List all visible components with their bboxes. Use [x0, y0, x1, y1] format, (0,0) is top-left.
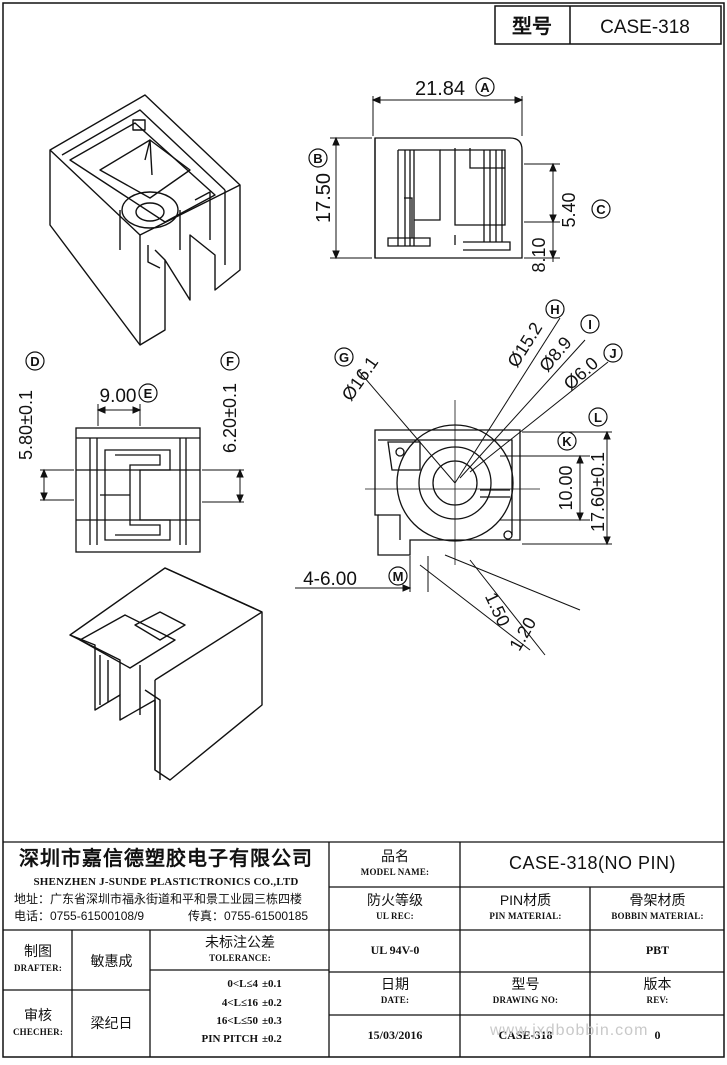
callout-f: F — [220, 351, 240, 371]
dim-9-00: 9.00 — [100, 386, 137, 407]
top-view-leaders — [295, 317, 612, 656]
header-model-label: 型号 — [512, 15, 552, 38]
dim-4-6-00: 4-6.00 — [303, 569, 357, 590]
callout-g: G — [334, 347, 354, 367]
svg-text:B: B — [313, 151, 322, 166]
dim-phi-6-0: Ø6.0 — [560, 353, 602, 394]
callout-j: J — [603, 343, 623, 363]
callout-b: B — [308, 148, 328, 168]
top-view — [374, 424, 521, 556]
svg-text:L: L — [594, 410, 602, 425]
tolerance-value: ±0.1 — [262, 978, 282, 990]
side-view-dims — [330, 96, 560, 262]
model-name-label-cn: 品名 — [381, 848, 409, 864]
svg-text:C: C — [596, 202, 606, 217]
pin-label-cn: PIN材质 — [499, 892, 552, 908]
drafter-label-cn: 制图 — [24, 943, 52, 959]
date-label-cn: 日期 — [381, 976, 409, 992]
callout-h: H — [545, 299, 565, 319]
iso-view-bottom — [69, 567, 263, 781]
bobbin-label-en: BOBBIN MATERIAL: — [611, 911, 704, 921]
front-view-dims — [40, 404, 244, 504]
company-name-cn: 深圳市嘉信德塑胶电子有限公司 — [19, 848, 313, 870]
svg-text:M: M — [393, 569, 404, 584]
iso-view-top — [49, 94, 241, 346]
title-block-grid — [3, 841, 724, 1057]
watermark: www.jxdbobbin.com — [490, 1022, 649, 1039]
company-fax: 传真：0755-61500185 — [188, 909, 309, 923]
svg-text:E: E — [144, 386, 153, 401]
drafter-name: 敏惠成 — [90, 953, 133, 969]
drawing-no-value: CASE-318 — [498, 1028, 553, 1042]
callout-i: I — [580, 314, 600, 334]
svg-text:J: J — [609, 346, 616, 361]
dim-width-top: 21.84 — [415, 78, 465, 100]
tolerance-range: PIN PITCH — [201, 1033, 258, 1045]
dim-8-10: 8.10 — [529, 237, 549, 272]
callout-l: L — [588, 407, 608, 427]
dim-10-00: 10.00 — [556, 465, 576, 510]
tolerance-label-en: TOLERANCE: — [209, 953, 271, 963]
bobbin-value: PBT — [645, 943, 670, 957]
model-name-value: CASE-318(NO PIN) — [508, 853, 677, 873]
header-model-value: CASE-318 — [600, 17, 690, 38]
model-name-label-en: MODEL NAME: — [360, 867, 430, 877]
svg-text:D: D — [30, 354, 39, 369]
svg-text:F: F — [226, 354, 234, 369]
tolerance-range: 16<L≤50 — [216, 1015, 258, 1027]
callout-e: E — [138, 383, 158, 403]
tolerance-label-cn: 未标注公差 — [205, 934, 275, 950]
date-label-en: DATE: — [380, 995, 410, 1005]
tolerance-range: 0<L≤4 — [227, 978, 258, 990]
ul-label-cn: 防火等级 — [367, 892, 423, 908]
side-view — [374, 137, 523, 259]
bobbin-label-cn: 骨架材质 — [629, 892, 686, 908]
dim-17-60: 17.60±0.1 — [588, 452, 608, 532]
company-phone: 电话：0755-61500108/9 — [14, 909, 145, 923]
callout-d: D — [25, 351, 45, 371]
svg-text:I: I — [588, 317, 592, 332]
company-address: 地址：广东省深圳市福永街道和平和景工业园三栋四楼 — [14, 892, 303, 906]
tolerance-value: ±0.2 — [262, 1033, 282, 1045]
drawing-no-label-en: DRAWING NO: — [492, 995, 559, 1005]
dim-height-side: 17.50 — [313, 173, 335, 223]
callout-c: C — [591, 199, 611, 219]
checker-label-en: CHECHER: — [12, 1027, 64, 1037]
pin-label-en: PIN MATERIAL: — [489, 911, 562, 921]
ul-label-en: UL REC: — [376, 911, 414, 921]
company-name-en: SHENZHEN J-SUNDE PLASTICTRONICS CO.,LTD — [33, 876, 299, 888]
callout-k: K — [557, 431, 577, 451]
drawing-no-label-cn: 型号 — [511, 976, 540, 992]
tolerance-range: 4<L≤16 — [221, 997, 258, 1009]
ul-value: UL 94V-0 — [370, 943, 420, 957]
svg-text:G: G — [339, 350, 349, 365]
svg-text:A: A — [480, 80, 490, 95]
svg-text:H: H — [550, 302, 559, 317]
callout-m: M — [388, 566, 408, 586]
checker-label-cn: 审核 — [24, 1007, 52, 1023]
dim-6-20: 6.20±0.1 — [220, 383, 240, 453]
tolerance-value: ±0.3 — [262, 1015, 282, 1027]
svg-text:K: K — [562, 434, 572, 449]
front-view — [75, 427, 201, 553]
header-box: 型号 CASE-318 — [494, 5, 722, 45]
dim-5-40: 5.40 — [559, 192, 579, 227]
drafter-label-en: DRAFTER: — [13, 963, 63, 973]
rev-label-en: REV: — [646, 995, 669, 1005]
tolerance-value: ±0.2 — [262, 997, 282, 1009]
checker-name: 梁纪日 — [90, 1015, 133, 1031]
rev-label-cn: 版本 — [643, 976, 672, 992]
date-value: 15/03/2016 — [367, 1028, 423, 1042]
dim-5-80: 5.80±0.1 — [16, 390, 36, 460]
rev-value: 0 — [654, 1028, 661, 1042]
callout-a: A — [475, 77, 495, 97]
dim-1-50: 1.50 — [481, 589, 514, 629]
